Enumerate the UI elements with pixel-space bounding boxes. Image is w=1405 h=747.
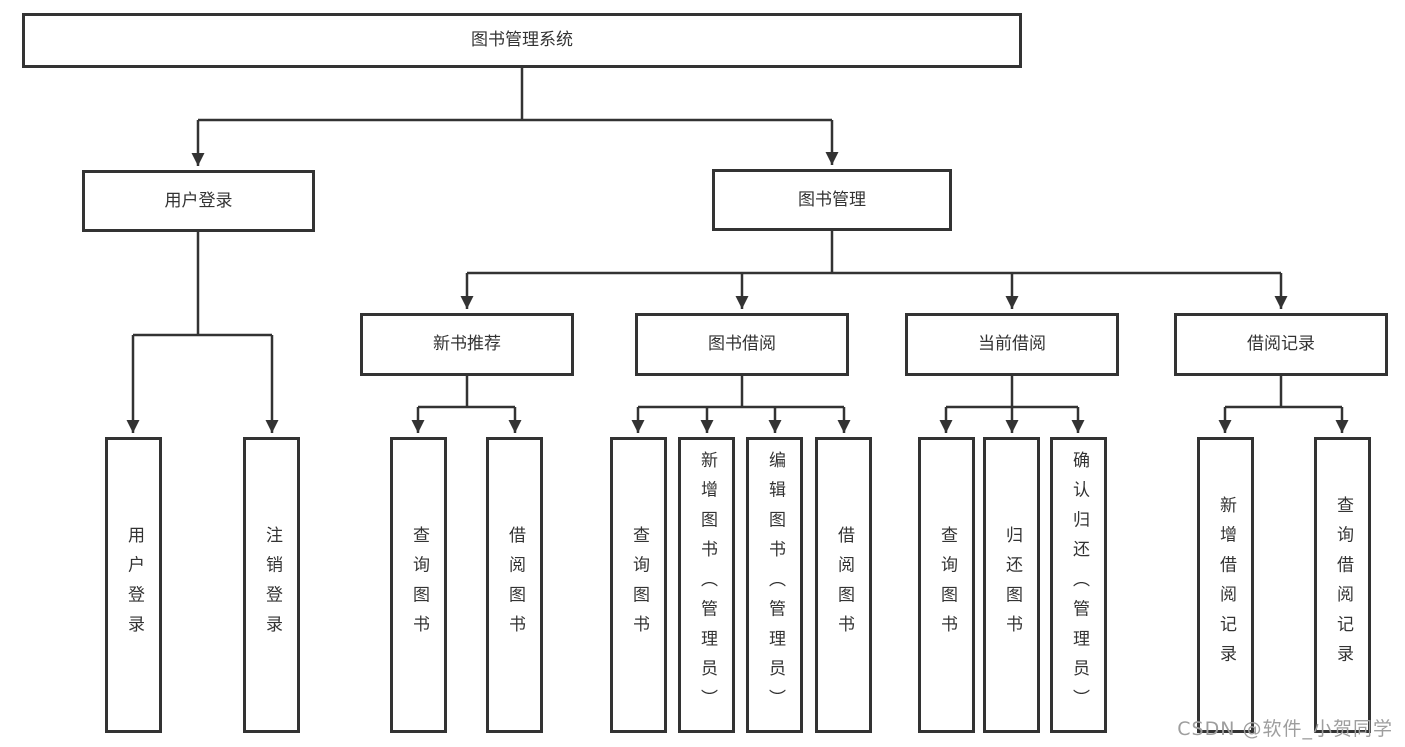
node-leaf-user-login-label: 用户登录 — [124, 525, 144, 645]
node-leaf-query-books-2-label: 查询图书 — [629, 525, 649, 645]
node-book-borrow: 图书借阅 — [635, 313, 849, 376]
node-leaf-query-books-3-label: 查询图书 — [937, 525, 957, 645]
node-new-book-recommend-label: 新书推荐 — [433, 334, 501, 354]
node-book-borrow-label: 图书借阅 — [708, 334, 776, 354]
node-leaf-query-books-1: 查询图书 — [390, 437, 447, 733]
node-leaf-add-books-admin-label: 新增图书（管理员） — [697, 451, 717, 719]
node-leaf-add-books-admin: 新增图书（管理员） — [678, 437, 735, 733]
node-leaf-logout: 注销登录 — [243, 437, 300, 733]
node-leaf-query-borrow-record-label: 查询借阅记录 — [1333, 495, 1353, 675]
node-leaf-borrow-books-1: 借阅图书 — [486, 437, 543, 733]
node-leaf-confirm-return-admin: 确认归还（管理员） — [1050, 437, 1107, 733]
node-leaf-return-books: 归还图书 — [983, 437, 1040, 733]
node-leaf-add-borrow-record: 新增借阅记录 — [1197, 437, 1254, 733]
node-book-management-label: 图书管理 — [798, 189, 866, 210]
node-leaf-return-books-label: 归还图书 — [1002, 525, 1022, 645]
node-leaf-add-borrow-record-label: 新增借阅记录 — [1216, 495, 1236, 675]
node-leaf-user-login: 用户登录 — [105, 437, 162, 733]
node-current-borrow: 当前借阅 — [905, 313, 1119, 376]
node-leaf-borrow-books-2: 借阅图书 — [815, 437, 872, 733]
node-root-label: 图书管理系统 — [471, 30, 573, 50]
node-leaf-query-books-1-label: 查询图书 — [409, 525, 429, 645]
node-root: 图书管理系统 — [22, 13, 1022, 68]
node-borrow-record-label: 借阅记录 — [1247, 334, 1315, 354]
node-leaf-query-books-2: 查询图书 — [610, 437, 667, 733]
node-borrow-record: 借阅记录 — [1174, 313, 1388, 376]
node-leaf-borrow-books-1-label: 借阅图书 — [505, 525, 525, 645]
node-leaf-confirm-return-admin-label: 确认归还（管理员） — [1069, 451, 1089, 719]
node-new-book-recommend: 新书推荐 — [360, 313, 574, 376]
csdn-watermark: CSDN @软件_小贺同学 — [1177, 718, 1393, 740]
node-user-login-label: 用户登录 — [164, 190, 233, 211]
node-user-login: 用户登录 — [82, 170, 315, 232]
node-book-management: 图书管理 — [712, 169, 952, 231]
node-current-borrow-label: 当前借阅 — [978, 334, 1046, 354]
node-leaf-query-borrow-record: 查询借阅记录 — [1314, 437, 1371, 733]
node-leaf-edit-books-admin: 编辑图书（管理员） — [746, 437, 803, 733]
node-leaf-edit-books-admin-label: 编辑图书（管理员） — [765, 451, 785, 719]
node-leaf-query-books-3: 查询图书 — [918, 437, 975, 733]
node-leaf-logout-label: 注销登录 — [262, 525, 282, 645]
node-leaf-borrow-books-2-label: 借阅图书 — [834, 525, 854, 645]
